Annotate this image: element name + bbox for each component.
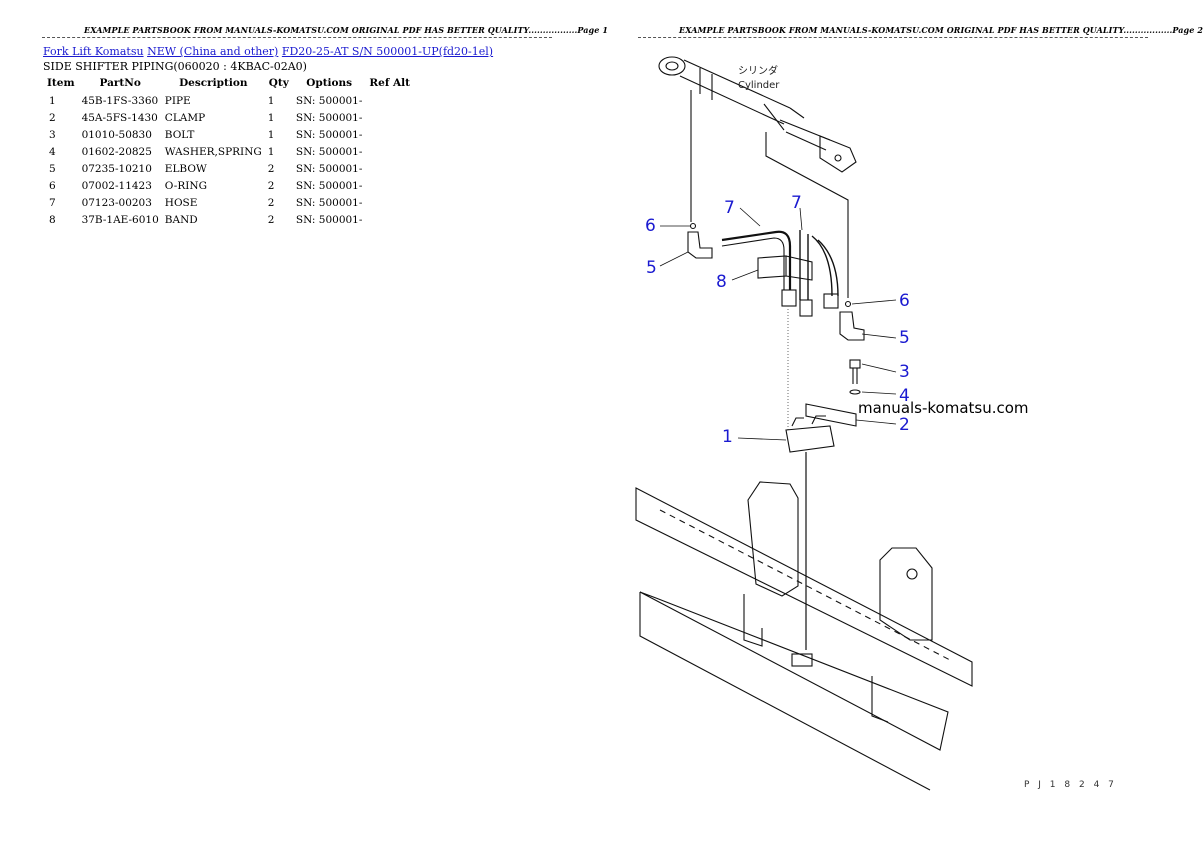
table-row: 2 45A-5FS-1430 CLAMP 1 SN: 500001- [43, 109, 414, 126]
cell-partno: 07123-00203 [81, 196, 152, 209]
cell-item: 5 [49, 162, 56, 175]
cell-partno: 01602-20825 [81, 145, 152, 158]
left-elbow [687, 231, 713, 259]
callout-7-right: 7 [791, 193, 802, 213]
table-row: 7 07123-00203 HOSE 2 SN: 500001- [43, 194, 414, 211]
cell-description: CLAMP [164, 111, 206, 124]
breadcrumb: Fork Lift Komatsu NEW (China and other) … [43, 45, 493, 58]
callout-6-right: 6 [899, 291, 910, 311]
cell-qty: 1 [267, 94, 275, 107]
cell-qty: 1 [267, 128, 275, 141]
cell-options: SN: 500001- [295, 196, 363, 209]
cell-item: 4 [49, 145, 56, 158]
parts-diagram: シリンダ Cylinder 6 5 7 7 8 6 5 3 4 2 1 [635, 56, 973, 791]
cell-qty: 2 [267, 213, 275, 226]
breadcrumb-link-forklift[interactable]: Fork Lift Komatsu [43, 45, 144, 58]
table-row: 1 45B-1FS-3360 PIPE 1 SN: 500001- [43, 92, 414, 109]
cell-partno: 01010-50830 [81, 128, 152, 141]
cell-refalt [365, 92, 414, 109]
cell-qty: 2 [267, 179, 275, 192]
cell-refalt [365, 160, 414, 177]
cell-options: SN: 500001- [295, 94, 363, 107]
callout-5-left: 5 [646, 258, 657, 278]
cell-description: PIPE [164, 94, 191, 107]
cell-item: 3 [49, 128, 56, 141]
cell-item: 6 [49, 179, 56, 192]
col-header-options: Options [306, 77, 353, 89]
drawing-code: P J 1 8 2 4 7 [1024, 780, 1117, 790]
cell-refalt [365, 177, 414, 194]
cell-options: SN: 500001- [295, 145, 363, 158]
header-divider-right [638, 37, 1148, 38]
page-title: SIDE SHIFTER PIPING(060020 : 4KBAC-02A0) [43, 60, 307, 73]
table-row: 5 07235-10210 ELBOW 2 SN: 500001- [43, 160, 414, 177]
cell-description: WASHER,SPRING [164, 145, 262, 158]
cell-description: O-RING [164, 179, 207, 192]
table-row: 4 01602-20825 WASHER,SPRING 1 SN: 500001… [43, 143, 414, 160]
watermark: manuals-komatsu.com [858, 399, 1029, 417]
cell-refalt [365, 194, 414, 211]
callout-2: 2 [899, 415, 910, 435]
cell-refalt [365, 211, 414, 228]
callout-1: 1 [722, 427, 733, 447]
cell-partno: 07235-10210 [81, 162, 152, 175]
cylinder-drawing [658, 56, 857, 173]
cell-item: 7 [49, 196, 56, 209]
col-header-description: Description [179, 77, 248, 89]
upper-beam [635, 487, 973, 687]
cell-item: 1 [49, 94, 56, 107]
cell-options: SN: 500001- [295, 213, 363, 226]
cell-description: ELBOW [164, 162, 207, 175]
table-header-row: Item PartNo Description Qty Options Ref … [43, 76, 414, 92]
cell-options: SN: 500001- [295, 179, 363, 192]
cell-description: BOLT [164, 128, 195, 141]
callout-4: 4 [899, 386, 910, 406]
table-row: 8 37B-1AE-6010 BAND 2 SN: 500001- [43, 211, 414, 228]
cell-partno: 37B-1AE-6010 [81, 213, 159, 226]
callout-6-left: 6 [645, 216, 656, 236]
page1-header: EXAMPLE PARTSBOOK FROM MANUALS-KOMATSU.C… [84, 25, 608, 35]
cell-item: 2 [49, 111, 56, 124]
cylinder-label-en: Cylinder [738, 80, 780, 91]
cell-qty: 2 [267, 162, 275, 175]
cell-refalt [365, 143, 414, 160]
callout-7-left: 7 [724, 198, 735, 218]
cell-refalt [365, 109, 414, 126]
col-header-item: Item [47, 77, 75, 89]
cell-item: 8 [49, 213, 56, 226]
header-divider-left [42, 37, 552, 38]
cell-partno: 45B-1FS-3360 [81, 94, 159, 107]
table-row: 3 01010-50830 BOLT 1 SN: 500001- [43, 126, 414, 143]
cell-options: SN: 500001- [295, 128, 363, 141]
callout-8: 8 [716, 272, 727, 292]
cylinder-label-jp: シリンダ [738, 64, 778, 77]
cell-qty: 2 [267, 196, 275, 209]
breadcrumb-link-region[interactable]: NEW (China and other) [147, 45, 279, 58]
table-row: 6 07002-11423 O-RING 2 SN: 500001- [43, 177, 414, 194]
right-pipe-line [765, 132, 849, 298]
cell-partno: 07002-11423 [81, 179, 152, 192]
page2-header: EXAMPLE PARTSBOOK FROM MANUALS-KOMATSU.C… [679, 25, 1203, 35]
breadcrumb-link-model[interactable]: FD20-25-AT S/N 500001-UP(fd20-1el) [281, 45, 494, 58]
callout-3: 3 [899, 362, 910, 382]
cell-partno: 45A-5FS-1430 [81, 111, 158, 124]
cell-refalt [365, 126, 414, 143]
cell-qty: 1 [267, 145, 275, 158]
cell-qty: 1 [267, 111, 275, 124]
callout-5-right: 5 [899, 328, 910, 348]
cell-description: BAND [164, 213, 198, 226]
col-header-qty: Qty [268, 77, 289, 89]
col-header-refalt: Ref Alt [369, 77, 410, 89]
cell-options: SN: 500001- [295, 162, 363, 175]
cell-description: HOSE [164, 196, 198, 209]
cell-options: SN: 500001- [295, 111, 363, 124]
parts-table: Item PartNo Description Qty Options Ref … [43, 76, 414, 228]
lower-beam [639, 591, 949, 791]
col-header-partno: PartNo [99, 77, 141, 89]
